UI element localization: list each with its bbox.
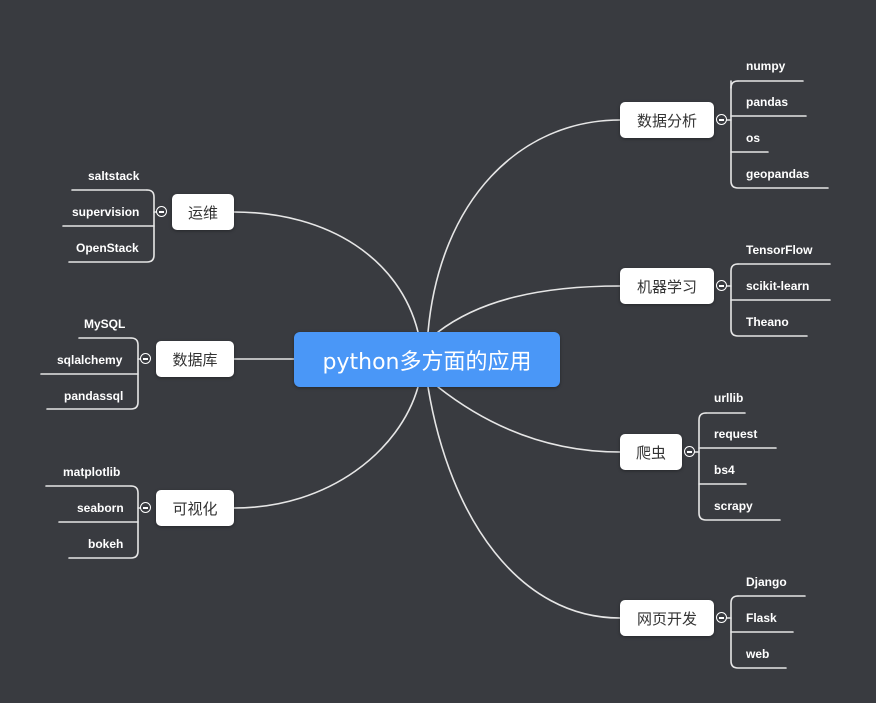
- leaf-bokeh[interactable]: bokeh: [88, 537, 124, 551]
- branch-crawler[interactable]: 爬虫: [620, 434, 682, 470]
- collapse-toggle-visualization[interactable]: [140, 502, 151, 513]
- branch-database[interactable]: 数据库: [156, 341, 234, 377]
- leaf-theano[interactable]: Theano: [746, 315, 789, 329]
- branch-data-analysis[interactable]: 数据分析: [620, 102, 714, 138]
- branch-web-dev[interactable]: 网页开发: [620, 600, 714, 636]
- leaf-flask[interactable]: Flask: [746, 611, 777, 625]
- collapse-toggle-database[interactable]: [140, 353, 151, 364]
- leaf-scrapy[interactable]: scrapy: [714, 499, 753, 513]
- collapse-toggle-web-dev[interactable]: [716, 612, 727, 623]
- leaf-matplotlib[interactable]: matplotlib: [63, 465, 121, 479]
- branch-ops[interactable]: 运维: [172, 194, 234, 230]
- leaf-pandassql[interactable]: pandassql: [64, 389, 124, 403]
- leaf-tensorflow[interactable]: TensorFlow: [746, 243, 813, 257]
- leaf-scikit-learn[interactable]: scikit-learn: [746, 279, 810, 293]
- leaf-web[interactable]: web: [746, 647, 770, 661]
- leaf-os[interactable]: os: [746, 131, 761, 145]
- leaf-django[interactable]: Django: [746, 575, 787, 589]
- leaf-sqlalchemy[interactable]: sqlalchemy: [57, 353, 123, 367]
- leaf-numpy[interactable]: numpy: [746, 59, 786, 73]
- leaf-seaborn[interactable]: seaborn: [77, 501, 124, 515]
- leaf-openstack[interactable]: OpenStack: [76, 241, 139, 255]
- collapse-toggle-machine-learning[interactable]: [716, 280, 727, 291]
- leaf-urllib[interactable]: urllib: [714, 391, 744, 405]
- leaf-supervision[interactable]: supervision: [72, 205, 140, 219]
- collapse-toggle-crawler[interactable]: [684, 446, 695, 457]
- leaf-geopandas[interactable]: geopandas: [746, 167, 810, 181]
- collapse-toggle-ops[interactable]: [156, 206, 167, 217]
- root-topic[interactable]: python多方面的应用: [294, 332, 560, 387]
- branch-machine-learning[interactable]: 机器学习: [620, 268, 714, 304]
- collapse-toggle-data-analysis[interactable]: [716, 114, 727, 125]
- leaf-request[interactable]: request: [714, 427, 758, 441]
- leaf-mysql[interactable]: MySQL: [84, 317, 126, 331]
- leaf-pandas[interactable]: pandas: [746, 95, 789, 109]
- leaf-bs4[interactable]: bs4: [714, 463, 735, 477]
- leaf-saltstack[interactable]: saltstack: [88, 169, 140, 183]
- branch-visualization[interactable]: 可视化: [156, 490, 234, 526]
